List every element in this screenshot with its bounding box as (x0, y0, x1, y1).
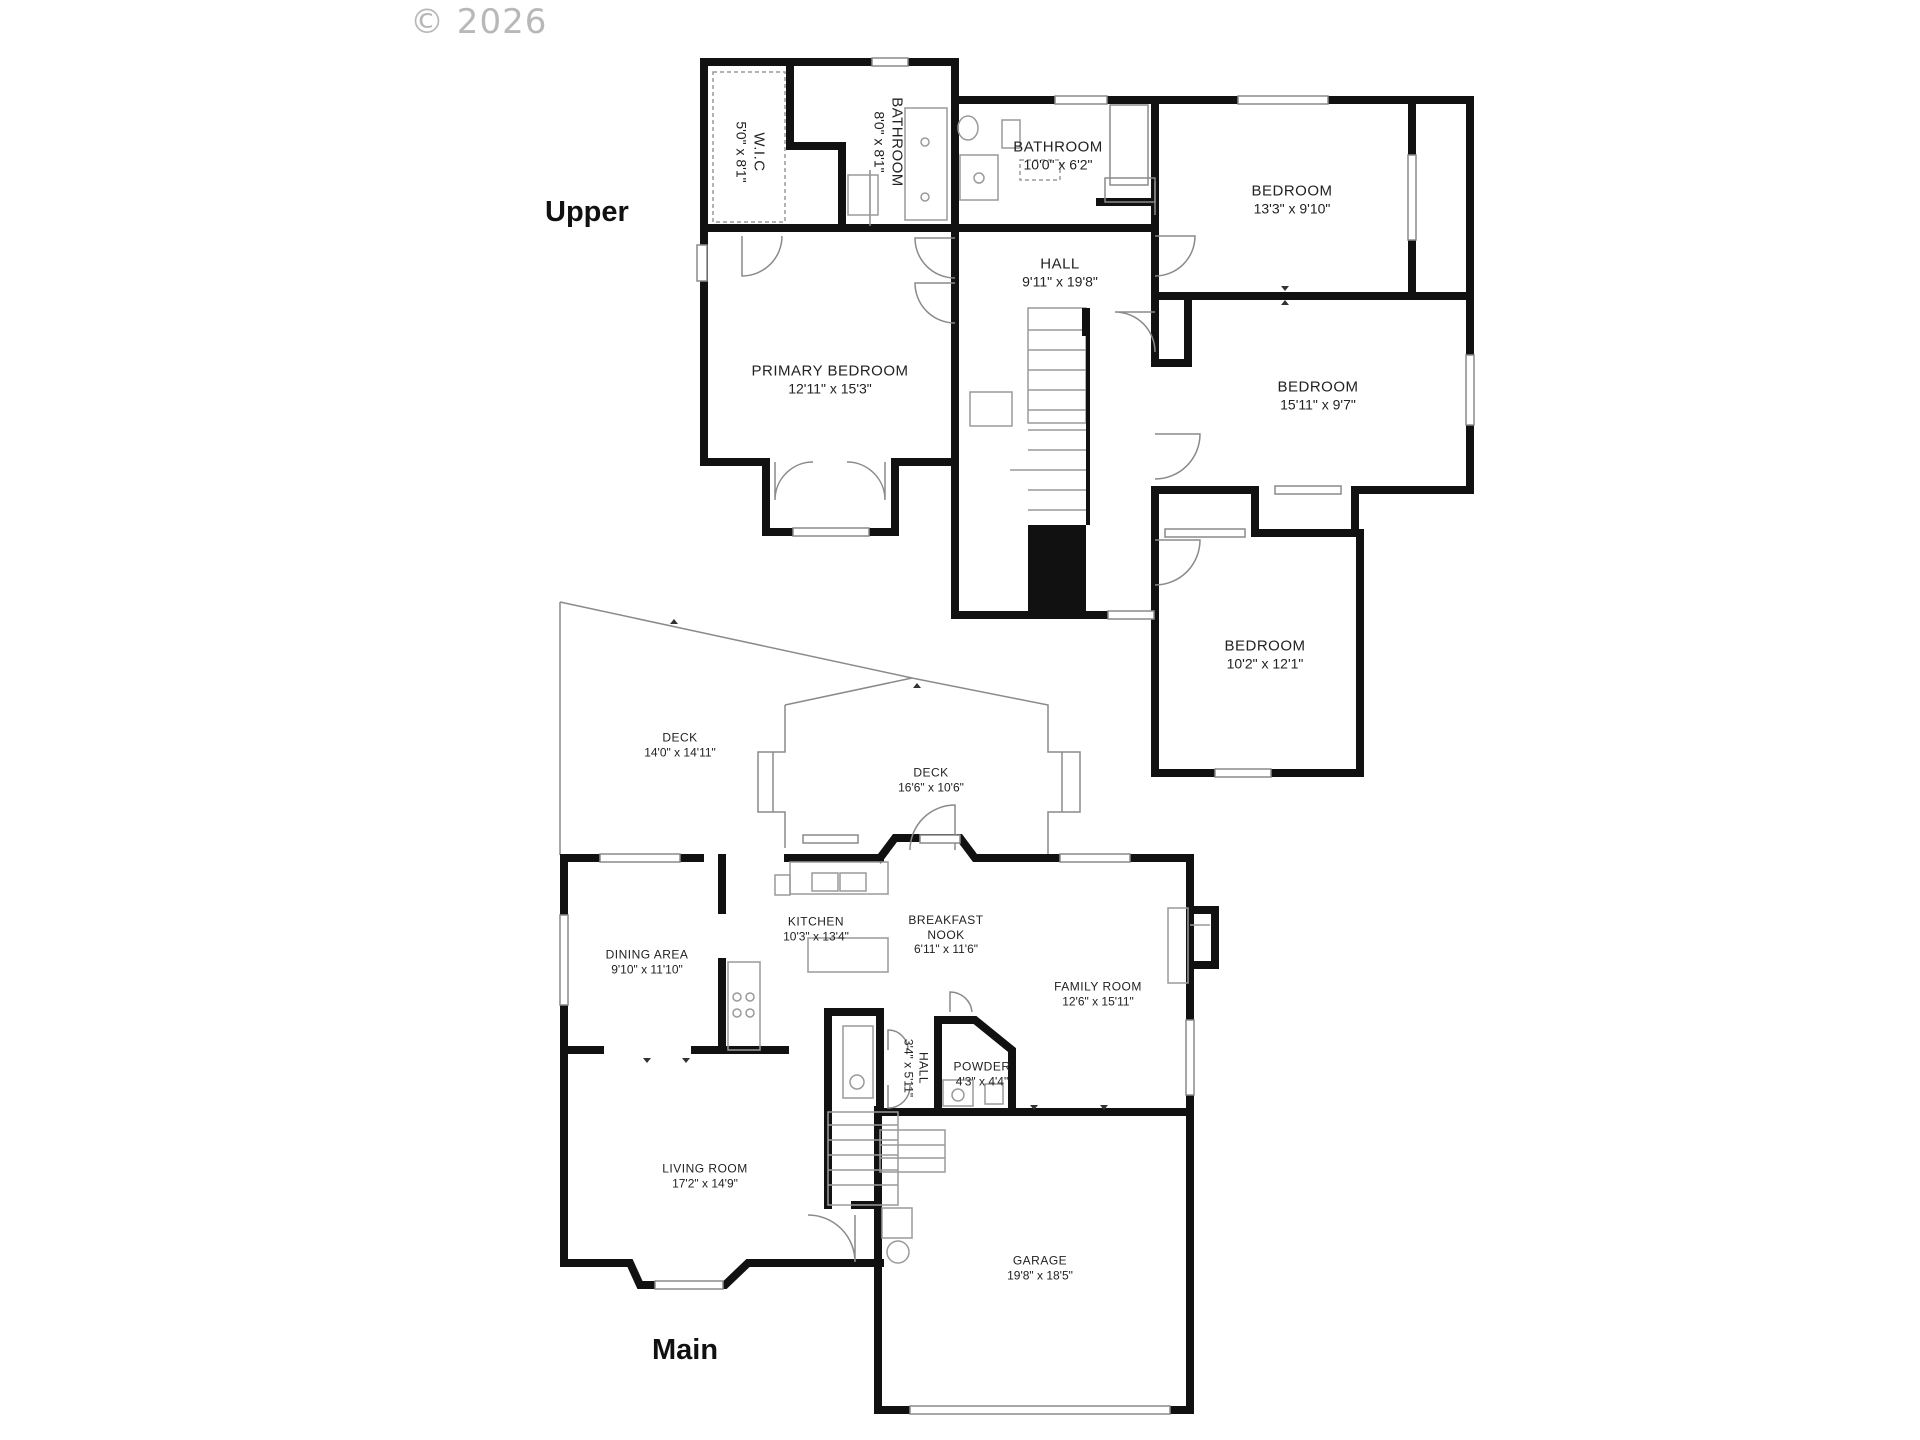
room-label-bedroom-se: BEDROOM 10'2" x 12'1" (1224, 637, 1305, 672)
upper-windows (696, 57, 1475, 778)
room-name: BEDROOM (1251, 182, 1333, 200)
room-label-breakfast-nook: BREAKFAST NOOK 6'11" x 11'6" (908, 913, 983, 957)
room-label-dining-area: DINING AREA 9'10" x 11'10" (606, 947, 689, 976)
room-label-hall-main: HALL 3'4" x 5'11" (901, 1038, 931, 1098)
copyright-watermark: © 2026 (410, 2, 548, 42)
floor-label-main: Main (652, 1334, 719, 1366)
room-dims: 19'8" x 18'5" (1007, 1268, 1073, 1282)
main-doors (807, 804, 973, 1263)
room-dims: 14'0" x 14'11" (644, 745, 716, 759)
room-label-hall-bathroom: BATHROOM 10'0" x 6'2" (1013, 138, 1103, 173)
room-name: BEDROOM (1277, 378, 1359, 396)
room-dims: 12'6" x 15'11" (1062, 994, 1134, 1008)
kitchen-fixtures (727, 861, 1210, 1107)
room-name: DECK (913, 765, 949, 780)
room-dims: 17'2" x 14'9" (672, 1176, 738, 1190)
room-dims: 10'3" x 13'4" (783, 929, 849, 943)
room-dims: 4'3" x 4'4" (955, 1074, 1009, 1088)
room-name: LIVING ROOM (662, 1161, 748, 1176)
upper-stairs (969, 307, 1090, 525)
room-label-living-room: LIVING ROOM 17'2" x 14'9" (662, 1161, 748, 1190)
room-name: DINING AREA (605, 947, 689, 962)
room-name: BREAKFAST (908, 913, 984, 928)
room-dims: 12'11" x 15'3" (788, 380, 872, 397)
room-name: KITCHEN (787, 914, 845, 929)
upper-bath-fixtures (712, 71, 1061, 223)
room-label-primary-bedroom: PRIMARY BEDROOM 12'11" x 15'3" (752, 362, 909, 397)
room-name-line2: NOOK (927, 927, 965, 942)
room-label-deck-west: DECK 14'0" x 14'11" (644, 730, 716, 759)
room-dims: 10'0" x 6'2" (1023, 156, 1093, 173)
main-floor-walls (560, 834, 1219, 1414)
main-windows (559, 834, 1195, 1415)
stair-void (1028, 525, 1086, 615)
room-dims: 13'3" x 9'10" (1253, 200, 1331, 217)
room-name: POWDER (953, 1059, 1011, 1074)
room-label-bedroom-e: BEDROOM 15'11" x 9'7" (1277, 378, 1358, 413)
room-label-powder: POWDER 4'3" x 4'4" (954, 1059, 1011, 1088)
room-dims: 5'0" x 8'1" (733, 121, 750, 183)
room-label-primary-bathroom: BATHROOM 8'0" x 8'1" (870, 97, 905, 187)
room-dims: 16'6" x 10'6" (898, 780, 964, 794)
room-dims: 8'0" x 8'1" (871, 111, 888, 173)
main-decks (559, 601, 1081, 855)
room-name: BATHROOM (888, 97, 906, 187)
room-dims: 9'11" x 19'8" (1022, 273, 1098, 290)
room-name: HALL (1040, 255, 1080, 273)
room-dims: 3'4" x 5'11" (902, 1038, 916, 1098)
room-label-hall-upper: HALL 9'11" x 19'8" (1022, 255, 1098, 290)
room-name: GARAGE (1012, 1253, 1068, 1268)
room-dims: 9'10" x 11'10" (611, 962, 683, 976)
room-name: FAMILY ROOM (1054, 979, 1142, 994)
room-name: DECK (662, 730, 698, 745)
room-name: W.I.C (750, 132, 768, 172)
room-dims: 6'11" x 11'6" (913, 942, 979, 957)
main-stairs (827, 1111, 946, 1264)
room-dims: 15'11" x 9'7" (1280, 396, 1356, 413)
room-name: PRIMARY BEDROOM (751, 362, 909, 380)
room-label-garage: GARAGE 19'8" x 18'5" (1007, 1253, 1073, 1282)
room-name: BEDROOM (1224, 637, 1306, 655)
room-label-wic: W.I.C 5'0" x 8'1" (732, 121, 767, 182)
upper-doors (741, 104, 1201, 586)
room-label-bedroom-ne: BEDROOM 13'3" x 9'10" (1251, 182, 1332, 217)
room-name: BATHROOM (1013, 138, 1103, 156)
room-name: HALL (916, 1051, 931, 1085)
dimension-ticks (643, 286, 1289, 1110)
room-label-kitchen: KITCHEN 10'3" x 13'4" (783, 914, 849, 943)
room-label-deck-center: DECK 16'6" x 10'6" (898, 765, 964, 794)
room-dims: 10'2" x 12'1" (1226, 655, 1304, 672)
floor-label-upper: Upper (545, 196, 629, 228)
room-label-family-room: FAMILY ROOM 12'6" x 15'11" (1054, 979, 1142, 1008)
